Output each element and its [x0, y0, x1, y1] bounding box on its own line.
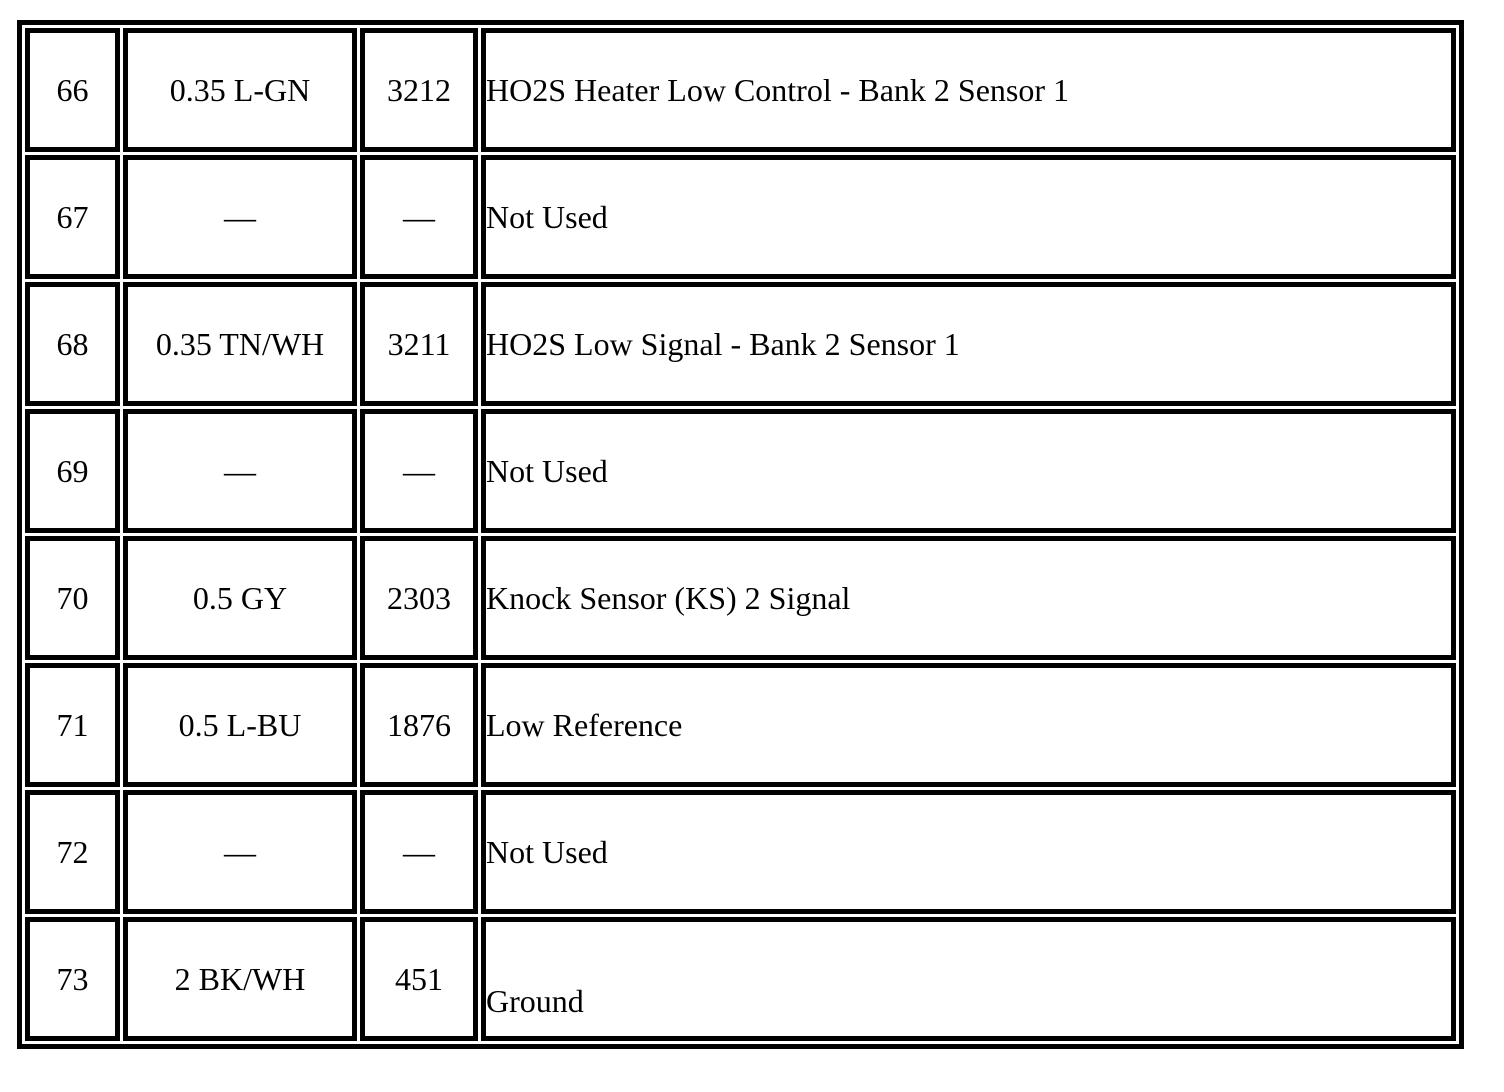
table-row: 72 — — Not Used — [25, 790, 1456, 914]
circuit-cell: 2303 — [360, 536, 478, 660]
table-row: 70 0.5 GY 2303 Knock Sensor (KS) 2 Signa… — [25, 536, 1456, 660]
table-row: 67 — — Not Used — [25, 155, 1456, 279]
pin-cell: 68 — [25, 282, 120, 406]
circuit-cell: — — [360, 790, 478, 914]
pinout-table: 66 0.35 L-GN 3212 HO2S Heater Low Contro… — [17, 20, 1464, 1049]
wire-color-cell: 0.35 L-GN — [123, 28, 357, 152]
table-row: 66 0.35 L-GN 3212 HO2S Heater Low Contro… — [25, 28, 1456, 152]
wire-color-cell: — — [123, 155, 357, 279]
pin-cell: 69 — [25, 409, 120, 533]
pin-cell: 66 — [25, 28, 120, 152]
circuit-cell: 451 — [360, 917, 478, 1041]
wire-color-cell: — — [123, 409, 357, 533]
function-cell: Low Reference — [481, 663, 1456, 787]
pin-cell: 70 — [25, 536, 120, 660]
circuit-cell: 1876 — [360, 663, 478, 787]
circuit-cell: 3211 — [360, 282, 478, 406]
pinout-table-body: 66 0.35 L-GN 3212 HO2S Heater Low Contro… — [25, 28, 1456, 1041]
pin-cell: 71 — [25, 663, 120, 787]
table-row: 69 — — Not Used — [25, 409, 1456, 533]
table-row: 73 2 BK/WH 451 Ground — [25, 917, 1456, 1041]
pin-cell: 72 — [25, 790, 120, 914]
function-cell: Not Used — [481, 155, 1456, 279]
wire-color-cell: 0.5 GY — [123, 536, 357, 660]
pin-cell: 73 — [25, 917, 120, 1041]
table-row: 71 0.5 L-BU 1876 Low Reference — [25, 663, 1456, 787]
table-row: 68 0.35 TN/WH 3211 HO2S Low Signal - Ban… — [25, 282, 1456, 406]
function-cell: Not Used — [481, 790, 1456, 914]
wire-color-cell: 0.5 L-BU — [123, 663, 357, 787]
function-cell: Ground — [481, 917, 1456, 1041]
wire-color-cell: 0.35 TN/WH — [123, 282, 357, 406]
wire-color-cell: — — [123, 790, 357, 914]
function-cell: Not Used — [481, 409, 1456, 533]
circuit-cell: — — [360, 155, 478, 279]
wire-color-cell: 2 BK/WH — [123, 917, 357, 1041]
circuit-cell: — — [360, 409, 478, 533]
function-cell: HO2S Low Signal - Bank 2 Sensor 1 — [481, 282, 1456, 406]
function-cell: Knock Sensor (KS) 2 Signal — [481, 536, 1456, 660]
pin-cell: 67 — [25, 155, 120, 279]
circuit-cell: 3212 — [360, 28, 478, 152]
function-cell: HO2S Heater Low Control - Bank 2 Sensor … — [481, 28, 1456, 152]
